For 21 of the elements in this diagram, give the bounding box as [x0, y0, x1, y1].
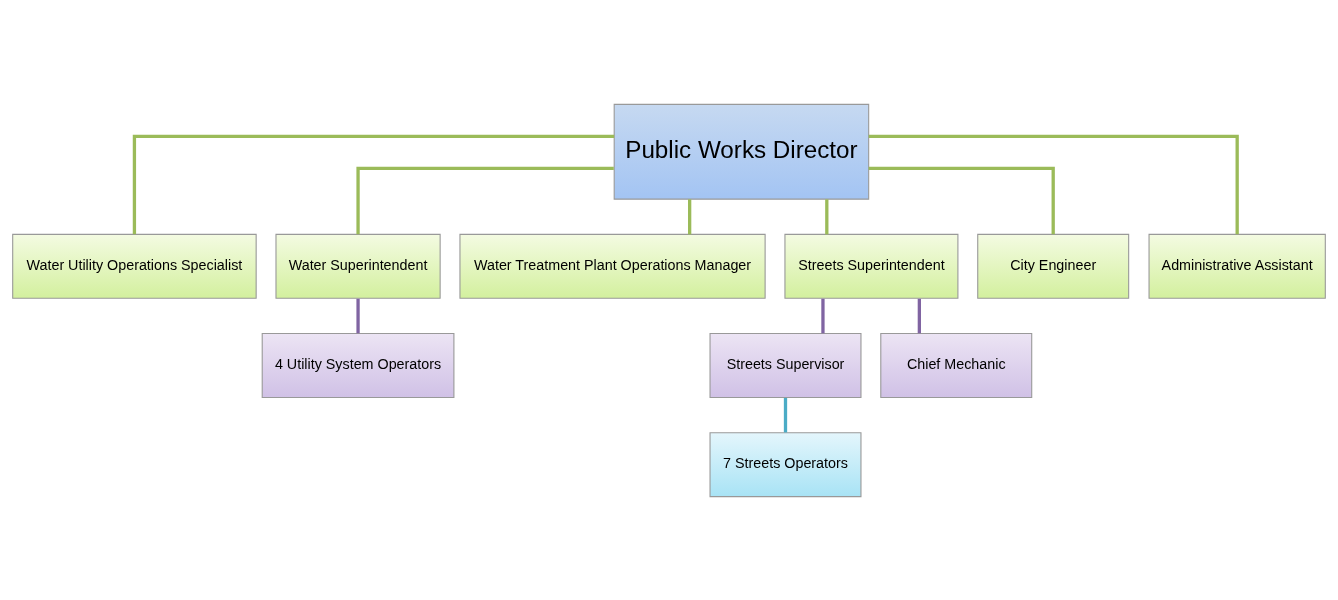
node-box: Streets Superintendent: [784, 233, 959, 299]
connector: [688, 198, 692, 234]
connector: [783, 397, 788, 432]
node-box: City Engineer: [977, 233, 1130, 299]
node-box: Chief Mechanic: [880, 332, 1033, 398]
connector: [821, 298, 825, 333]
node-box: Public Works Director: [613, 103, 870, 200]
node-box: 4 Utility System Operators: [261, 332, 455, 398]
node-box: Water Utility Operations Specialist: [12, 233, 257, 299]
connector: [825, 198, 829, 234]
connector: [356, 298, 360, 333]
node-box: Water Superintendent: [275, 233, 441, 299]
connector: [132, 134, 615, 234]
connector: [356, 166, 614, 234]
node-box: Administrative Assistant: [1148, 233, 1326, 299]
node-box: 7 Streets Operators: [709, 431, 862, 497]
node-box: Streets Supervisor: [709, 332, 862, 398]
connector: [917, 298, 921, 333]
node-box: Water Treatment Plant Operations Manager: [459, 233, 766, 299]
connector: [868, 166, 1055, 234]
connector: [868, 134, 1239, 234]
